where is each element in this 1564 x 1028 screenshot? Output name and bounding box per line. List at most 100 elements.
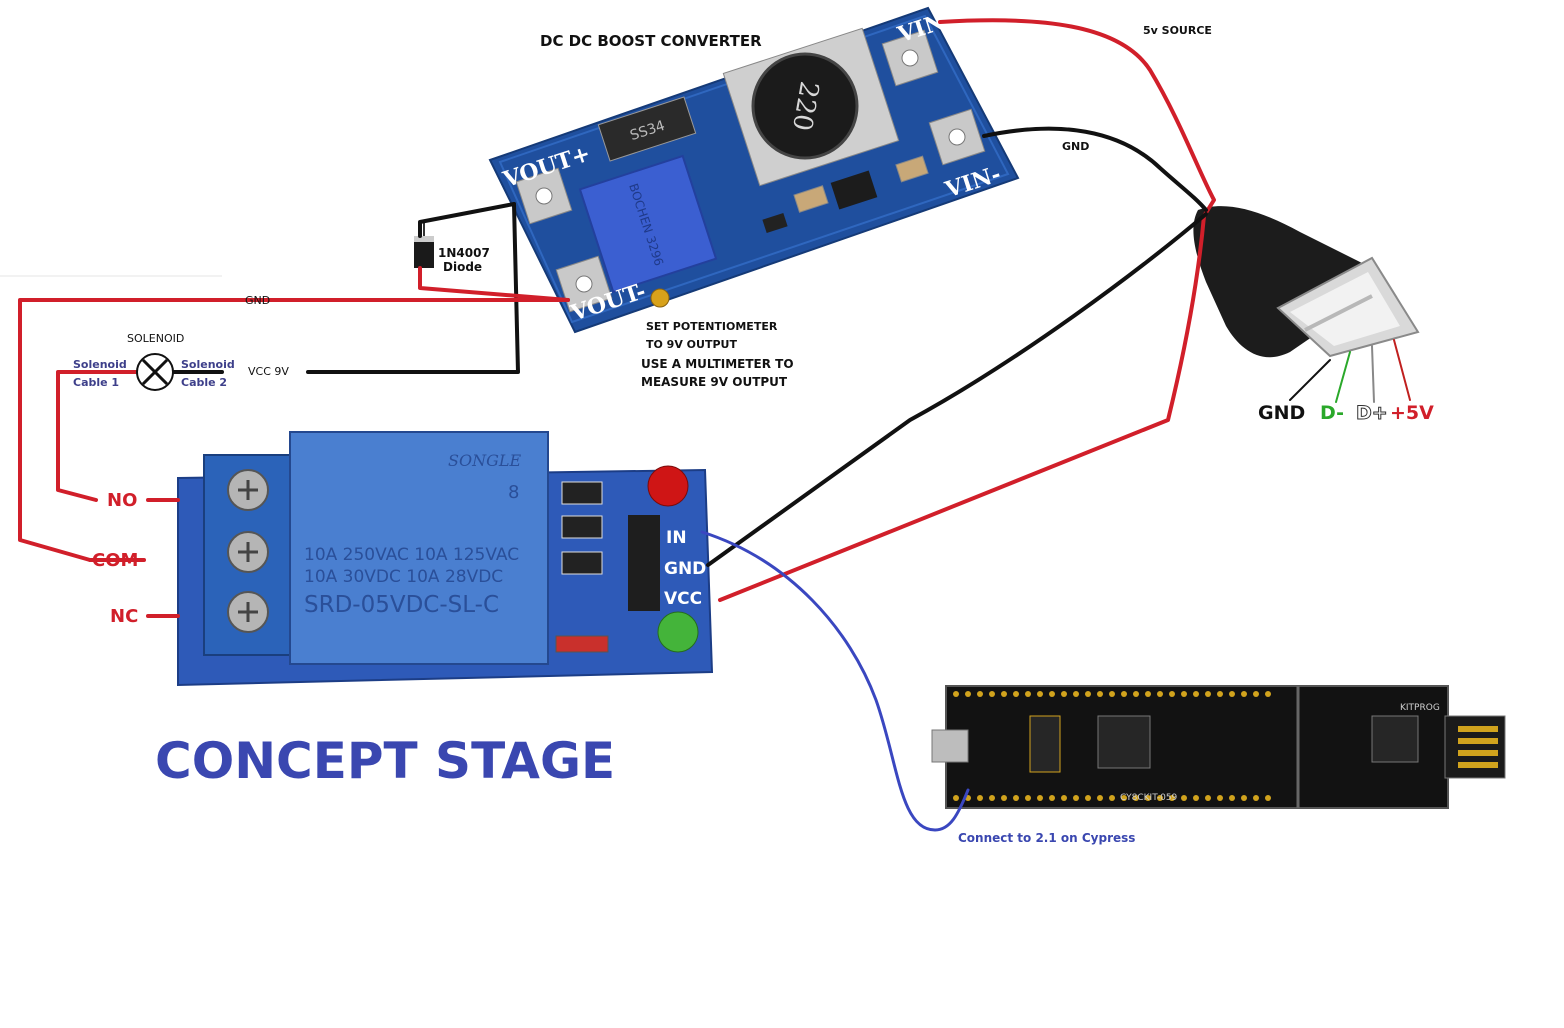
header-pin: [1025, 795, 1031, 801]
cypress-header-top: [953, 691, 1271, 801]
header-pin: [1229, 795, 1235, 801]
header-pin: [1061, 691, 1067, 697]
wire-diode-red: [418, 266, 570, 302]
header-pin: [1013, 691, 1019, 697]
red-led: [647, 465, 689, 507]
header-pin: [1157, 795, 1163, 801]
leader-5v: [1393, 339, 1411, 401]
relay-cube: [289, 431, 549, 665]
wire-vcc9v-black: [306, 202, 520, 374]
relay-module: SONGLE 8 10A 250VAC 10A 125VAC 10A 30VDC…: [177, 431, 714, 687]
usb-plug: [1193, 206, 1420, 358]
header-pin: [1097, 795, 1103, 801]
solenoid-label: SOLENOID: [127, 332, 185, 345]
header-pin: [977, 795, 983, 801]
svg-text:VCC: VCC: [664, 589, 702, 609]
leader-gnd: [1289, 359, 1331, 401]
header-pin: [1169, 691, 1175, 697]
svg-text:10A 250VAC 10A 125VAC: 10A 250VAC 10A 125VAC: [304, 545, 519, 565]
psoc-chip: [1097, 715, 1151, 769]
usb-pin-5v: +5V: [1390, 402, 1434, 424]
header-pin: [953, 795, 959, 801]
header-pin: [1025, 691, 1031, 697]
header-pin: [989, 691, 995, 697]
pot-note-line1: SET POTENTIOMETER: [646, 320, 778, 333]
solenoid-symbol: [136, 353, 174, 391]
header-pin: [1037, 795, 1043, 801]
svg-text:IN: IN: [666, 528, 687, 548]
header-pin: [1145, 795, 1151, 801]
pot-note-line2: TO 9V OUTPUT: [646, 338, 737, 351]
wire-gnd-black-top: [982, 126, 1208, 212]
header-pin: [1121, 795, 1127, 801]
diode-part-label: 1N4007: [438, 246, 490, 260]
source-5v-label: 5v SOURCE: [1143, 24, 1212, 37]
header-pin: [1181, 795, 1187, 801]
header-pin: [1037, 691, 1043, 697]
cypress-board: CY8CKIT-059 KITPROG: [931, 685, 1506, 809]
gnd-top-label: GND: [1062, 140, 1090, 153]
header-pin: [1265, 691, 1271, 697]
relay-nc-label: NC: [110, 606, 139, 627]
diode-1n4007: [414, 222, 434, 268]
relay-no-label: NO: [107, 490, 138, 511]
header-pin: [1193, 795, 1199, 801]
kitprog-chip: [1371, 715, 1419, 763]
green-led: [657, 611, 699, 653]
header-pin: [1073, 795, 1079, 801]
svg-text:GND: GND: [664, 559, 706, 579]
header-pin: [1265, 795, 1271, 801]
pot-screw: [650, 288, 670, 308]
header-pin: [1253, 691, 1259, 697]
header-pin: [1049, 691, 1055, 697]
header-pin: [1145, 691, 1151, 697]
svg-text:SONGLE: SONGLE: [448, 451, 521, 470]
header-pin: [1049, 795, 1055, 801]
header-pin: [953, 691, 959, 697]
solenoid-cable2-label-a: Solenoid: [181, 358, 235, 371]
header-pin: [977, 691, 983, 697]
relay-com-label: COM: [92, 550, 139, 571]
header-pin: [1205, 795, 1211, 801]
svg-text:KITPROG: KITPROG: [1400, 703, 1440, 713]
header-pin: [1229, 691, 1235, 697]
header-pin: [1073, 691, 1079, 697]
header-pins: [628, 515, 660, 611]
meter-note-line1: USE A MULTIMETER TO: [641, 357, 794, 371]
header-pin: [1169, 795, 1175, 801]
header-pin: [1217, 795, 1223, 801]
svg-text:10A 30VDC 10A 28VDC: 10A 30VDC 10A 28VDC: [304, 567, 503, 587]
wire-gnd-black-relay: [706, 212, 1208, 567]
header-pin: [1193, 691, 1199, 697]
header-pin: [1181, 691, 1187, 697]
header-pin: [1217, 691, 1223, 697]
solenoid-cable2-label-b: Cable 2: [181, 376, 228, 389]
ss34-chip: [597, 96, 697, 162]
header-pin: [1085, 691, 1091, 697]
header-pin: [1205, 691, 1211, 697]
micro-usb: [931, 729, 969, 763]
wire-gnd-red: [18, 298, 570, 562]
header-pin: [1241, 795, 1247, 801]
header-pin: [1001, 691, 1007, 697]
wire-vout-plus-black: [418, 202, 516, 238]
header-pin: [1133, 691, 1139, 697]
usb-pin-gnd: GND: [1258, 402, 1306, 424]
header-pin: [1085, 795, 1091, 801]
solenoid-cable1-label-b: Cable 1: [73, 376, 120, 389]
header-pin: [1133, 795, 1139, 801]
header-pin: [1109, 795, 1115, 801]
usb-pin-dplus: D+: [1356, 402, 1389, 425]
header-pin: [1097, 691, 1103, 697]
vcc9v-label: VCC 9V: [248, 365, 289, 378]
header-pin: [1013, 795, 1019, 801]
gnd-left-label: GND: [245, 294, 271, 307]
potentiometer: [578, 154, 718, 294]
leader-dplus: [1371, 345, 1375, 403]
leader-dminus: [1335, 351, 1351, 403]
header-pin: [1061, 795, 1067, 801]
meter-note-line2: MEASURE 9V OUTPUT: [641, 375, 788, 389]
wires: [18, 18, 1411, 832]
concept-stage-title: CONCEPT STAGE: [155, 732, 616, 790]
